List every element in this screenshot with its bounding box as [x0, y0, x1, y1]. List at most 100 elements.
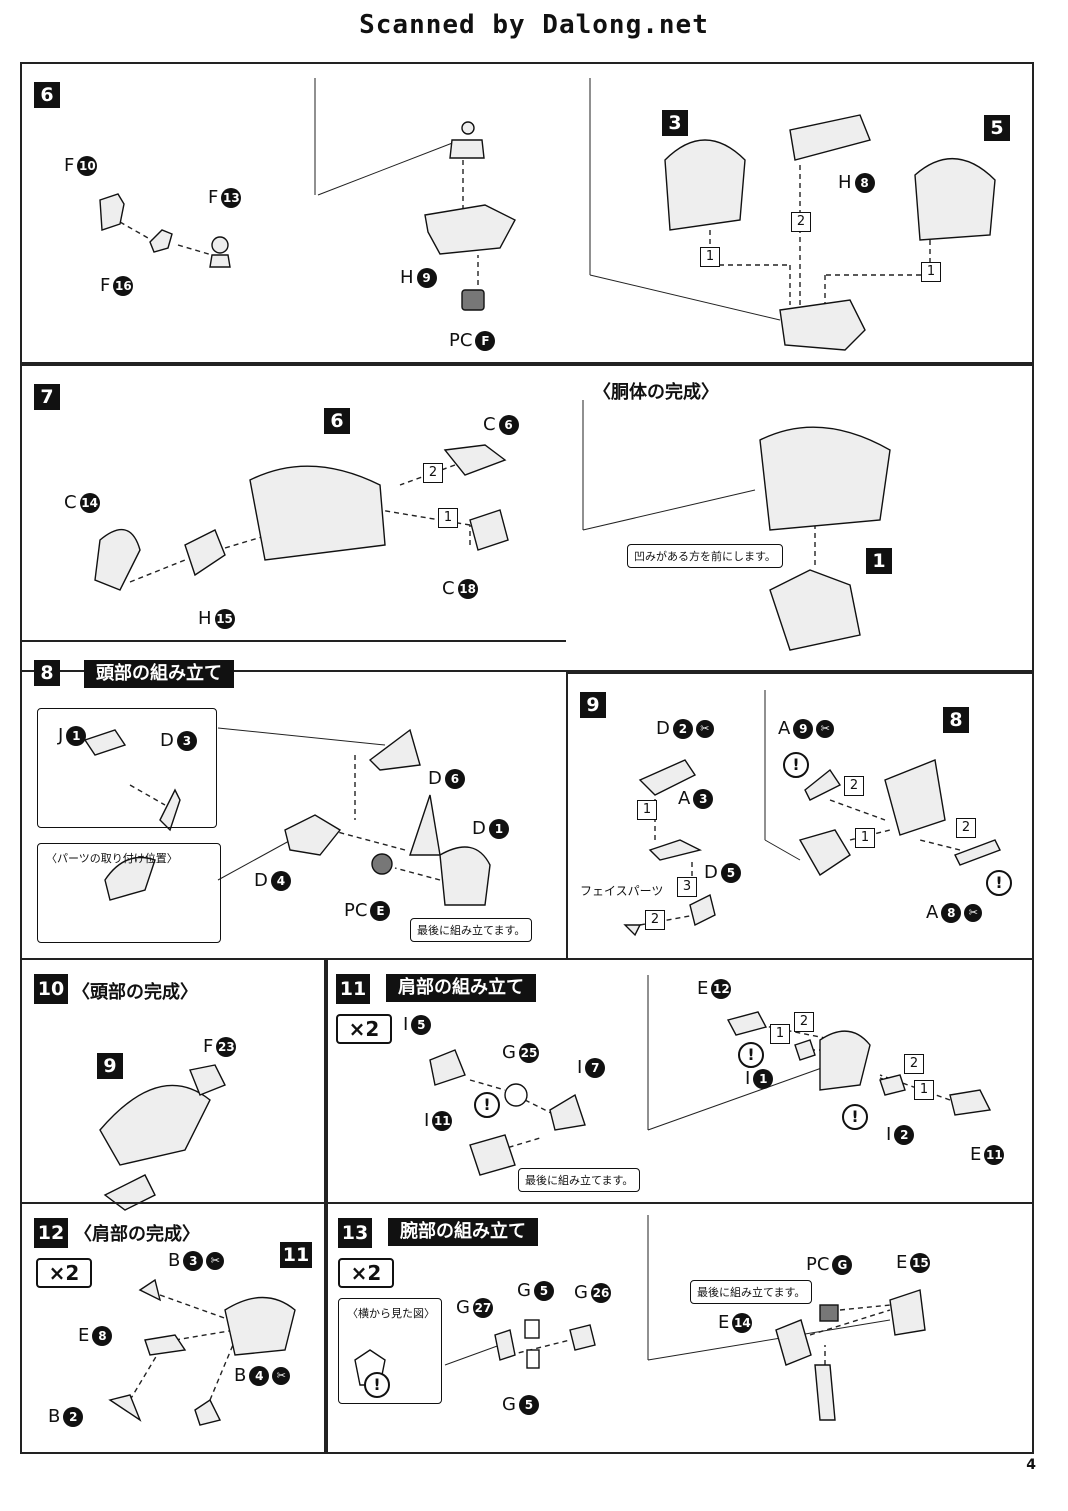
step-11-note: 最後に組み立てます。	[518, 1168, 641, 1192]
step-13-panel: 13 腕部の組み立て ×2	[326, 1202, 1034, 1454]
cut-icon: ✂	[272, 1367, 291, 1385]
step-10-title: 〈頭部の完成〉	[72, 982, 198, 1003]
substep-2: 2	[904, 1054, 924, 1074]
step-11-title: 肩部の組み立て	[386, 974, 536, 1002]
substep-1: 1	[700, 247, 720, 267]
inset-caption: 〈横から見た図〉	[347, 1307, 435, 1320]
caution-icon: !	[986, 870, 1012, 896]
part-inset	[37, 708, 217, 828]
step-9-number: 9	[580, 692, 606, 718]
substep-1: 1	[770, 1024, 790, 1044]
caution-icon: !	[738, 1042, 764, 1068]
ref-step-9: 9	[97, 1053, 123, 1079]
step-6-panel: 6	[20, 62, 1034, 364]
step-7-number: 7	[34, 384, 60, 410]
substep-1: 1	[914, 1080, 934, 1100]
multiplier-x2: ×2	[338, 1258, 394, 1288]
step-12-number: 12	[34, 1218, 68, 1248]
ref-step-8: 8	[943, 707, 969, 733]
step-7-panel: 7	[20, 364, 1034, 672]
substep-2: 2	[844, 776, 864, 796]
caution-icon: !	[364, 1372, 390, 1398]
step-13-note: 最後に組み立てます。	[690, 1280, 813, 1304]
ref-step-11: 11	[280, 1242, 312, 1268]
step-12-title: 〈肩部の完成〉	[74, 1224, 200, 1245]
ref-step-3: 3	[662, 110, 688, 136]
ref-step-1: 1	[866, 548, 892, 574]
step-8-note: 最後に組み立てます。	[410, 918, 533, 942]
cut-icon: ✂	[964, 904, 983, 922]
inset-caption: 〈パーツの取り付け位置〉	[46, 852, 178, 865]
ref-step-5: 5	[984, 115, 1010, 141]
step-13-title: 腕部の組み立て	[388, 1218, 538, 1246]
step-10-number: 10	[34, 974, 68, 1004]
cut-icon: ✂	[695, 720, 714, 738]
caution-icon: !	[783, 752, 809, 778]
face-parts-label: フェイスパーツ	[580, 884, 664, 898]
substep-2: 2	[794, 1012, 814, 1032]
substep-2: 2	[791, 212, 811, 232]
attachment-position-inset: 〈パーツの取り付け位置〉	[37, 843, 221, 943]
page-number: 4	[1026, 1457, 1036, 1473]
substep-2: 2	[645, 910, 665, 930]
multiplier-x2: ×2	[336, 1014, 392, 1044]
cut-icon: ✂	[206, 1252, 225, 1270]
substep-1: 1	[921, 262, 941, 282]
step-13-number: 13	[338, 1218, 372, 1248]
ref-step-6: 6	[324, 408, 350, 434]
cut-icon: ✂	[816, 720, 835, 738]
step-11-number: 11	[336, 974, 370, 1004]
substep-1: 1	[855, 828, 875, 848]
step-8-title: 頭部の組み立て	[84, 660, 234, 688]
scan-credit: Scanned by Dalong.net	[359, 10, 709, 40]
multiplier-x2: ×2	[36, 1258, 92, 1288]
caution-icon: !	[474, 1092, 500, 1118]
step-8-number: 8	[34, 660, 60, 686]
step-12-panel: 12 〈肩部の完成〉 ×2	[20, 1202, 326, 1454]
side-view-inset: 〈横から見た図〉	[338, 1298, 442, 1404]
substep-3: 3	[677, 877, 697, 897]
step-7-note: 凹みがある方を前にします。	[627, 544, 783, 568]
step-7-subtitle: 〈胴体の完成〉	[593, 382, 719, 403]
substep-2: 2	[956, 818, 976, 838]
substep-1: 1	[438, 508, 458, 528]
substep-1: 1	[637, 800, 657, 820]
